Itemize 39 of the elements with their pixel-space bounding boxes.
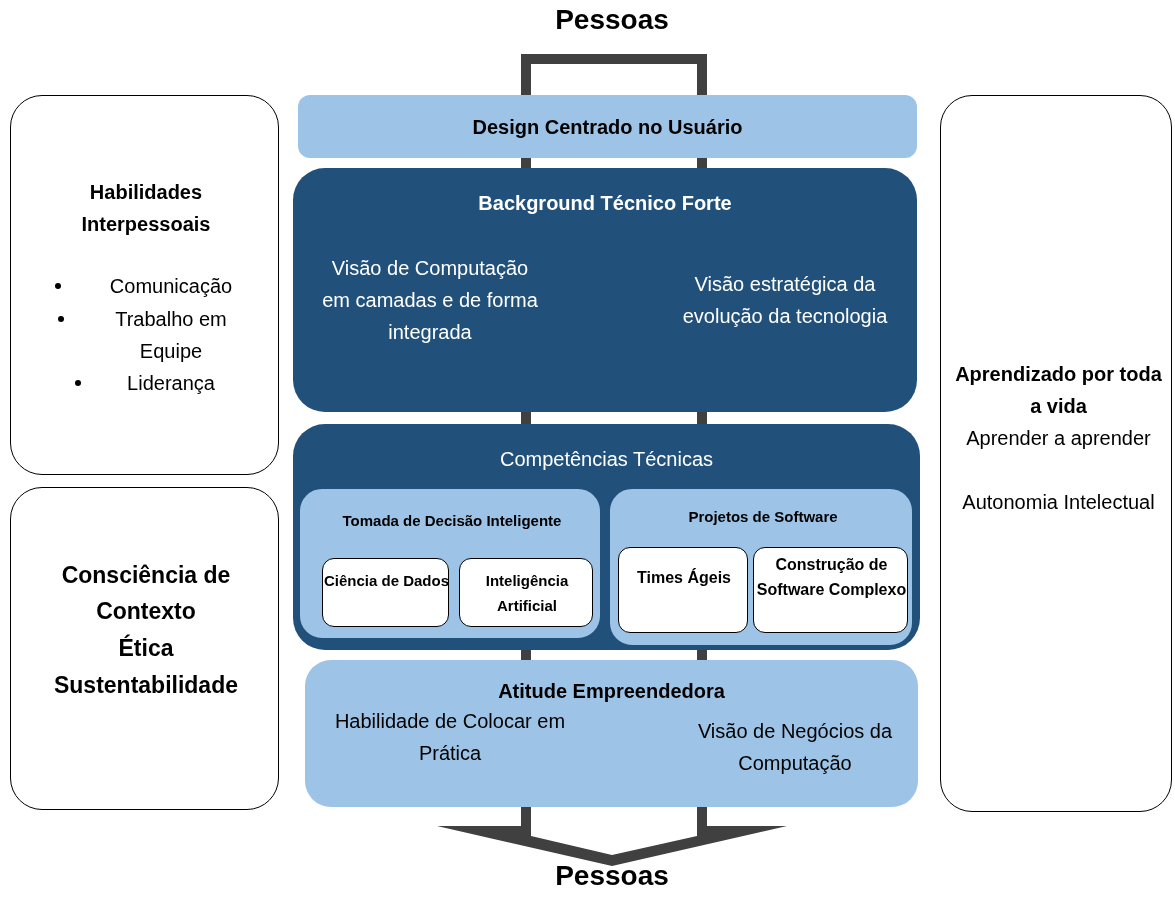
rounded-card xyxy=(10,95,279,475)
heading: Consciência de Contexto xyxy=(60,561,232,626)
box-text: Ética xyxy=(117,633,175,663)
box-text: Aprender a aprender xyxy=(965,426,1152,451)
box-text: Sustentabilidade xyxy=(52,671,239,700)
list-item: Comunicação xyxy=(108,274,234,299)
box-text: Visão de Negócios da Computação xyxy=(696,719,894,776)
dark-panel xyxy=(293,424,920,650)
skill-box xyxy=(459,558,593,627)
heading: Background Técnico Forte xyxy=(477,191,733,216)
box-text: Visão estratégica da evolução da tecnologia xyxy=(681,272,889,329)
light-band xyxy=(305,660,918,807)
group-box xyxy=(608,487,914,647)
box-text: Visão de Computação em camadas e de forma integrada xyxy=(321,256,539,345)
dark-panel xyxy=(293,168,917,412)
box-text: Design Centrado no Usuário xyxy=(471,115,744,140)
box-text: Ciência de Dados xyxy=(323,571,450,591)
heading: Aprendizado por toda a vida xyxy=(954,362,1163,419)
box-text: Projetos de Software xyxy=(687,507,839,527)
box-text: Inteligência Artificial xyxy=(484,571,570,616)
light-band xyxy=(298,95,917,158)
box-text: Times Ágeis xyxy=(636,567,732,588)
skill-box xyxy=(618,547,748,633)
flow-label: Pessoas xyxy=(554,860,670,892)
box-text: Habilidade de Colocar em Prática xyxy=(333,709,567,766)
box-text: Construção de Software Complexo xyxy=(755,555,908,600)
heading: Habilidades Interpessoais xyxy=(80,180,212,237)
rounded-card xyxy=(940,95,1172,812)
box-text: Autonomia Intelectual xyxy=(961,490,1156,515)
box-text: Tomada de Decisão Inteligente xyxy=(341,511,563,531)
rounded-card xyxy=(10,487,279,810)
skill-box xyxy=(322,558,449,627)
group-box xyxy=(298,487,602,640)
skill-box xyxy=(753,547,908,633)
list-item: Trabalho em Equipe xyxy=(114,307,228,364)
flow-label: Pessoas xyxy=(554,4,670,36)
heading: Atitude Empreendedora xyxy=(497,679,726,704)
list-item: Liderança xyxy=(126,371,216,396)
box-text: Competências Técnicas xyxy=(498,447,715,472)
